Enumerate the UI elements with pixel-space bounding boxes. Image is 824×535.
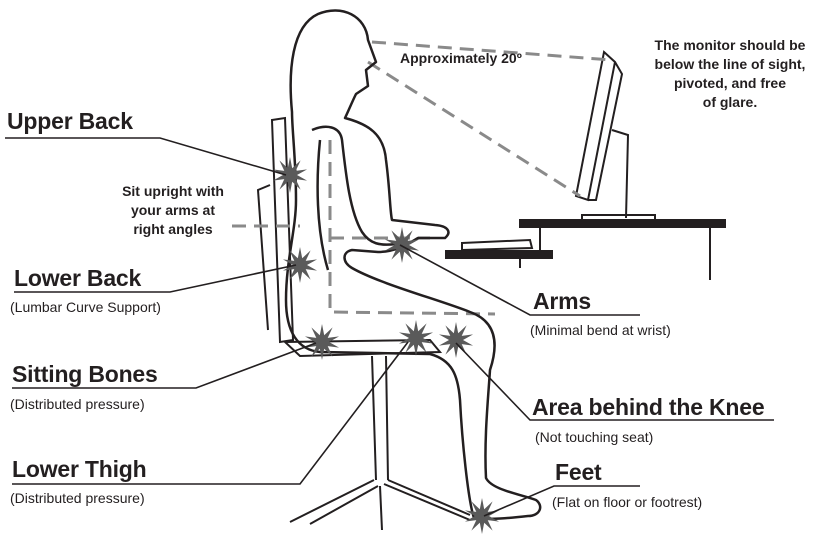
label-feet: Feet — [555, 459, 602, 486]
monitor-note-line: The monitor should be — [640, 36, 820, 55]
monitor-note-line: pivoted, and free — [640, 74, 820, 93]
label-sitting-bones-sub: (Distributed pressure) — [10, 396, 145, 412]
label-lower-back-sub: (Lumbar Curve Support) — [10, 299, 161, 315]
label-lower-back: Lower Back — [14, 265, 141, 292]
label-arms-sub: (Minimal bend at wrist) — [530, 322, 671, 338]
label-knee-sub: (Not touching seat) — [535, 429, 653, 445]
desk — [446, 220, 725, 280]
pressure-points — [273, 157, 499, 534]
knee-burst — [439, 322, 473, 358]
posture-note: Sit upright with your arms at right angl… — [118, 182, 228, 239]
label-sitting-bones: Sitting Bones — [12, 361, 158, 388]
posture-note-line: Sit upright with — [118, 182, 228, 201]
label-feet-sub: (Flat on floor or footrest) — [552, 494, 702, 510]
person-silhouette — [286, 10, 540, 518]
monitor-note-line: below the line of sight, — [640, 55, 820, 74]
label-knee: Area behind the Knee — [532, 394, 764, 421]
label-upper-back: Upper Back — [7, 108, 133, 135]
posture-note-line: right angles — [118, 220, 228, 239]
lower-thigh-burst — [399, 320, 433, 356]
label-lower-thigh-sub: (Distributed pressure) — [10, 490, 145, 506]
monitor-note-line: of glare. — [640, 93, 820, 112]
angle-label: Approximately 20º — [400, 50, 522, 66]
label-arms: Arms — [533, 288, 591, 315]
upper-back-burst — [273, 157, 307, 193]
label-lower-thigh: Lower Thigh — [12, 456, 147, 483]
monitor-note: The monitor should be below the line of … — [640, 36, 820, 112]
posture-note-line: your arms at — [118, 201, 228, 220]
